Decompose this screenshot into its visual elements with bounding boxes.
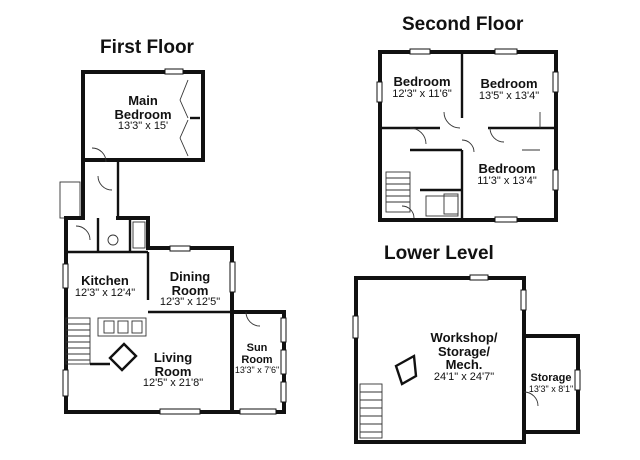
room-label-bedroom-c: Bedroom 11'3" x 13'4"	[464, 162, 550, 187]
room-name: Storage	[530, 372, 572, 384]
room-label-workshop: Workshop/ Storage/ Mech. 24'1" x 24'7"	[414, 331, 514, 383]
room-dimensions: 13'5" x 13'4"	[478, 89, 540, 102]
room-label-kitchen: Kitchen 12'3" x 12'4"	[62, 274, 148, 299]
room-dimensions: 12'3" x 12'5"	[159, 296, 221, 309]
room-label-bedroom-a: Bedroom 12'3" x 11'6"	[382, 75, 462, 100]
room-name: Living	[153, 350, 193, 365]
room-dimensions: 12'5" x 21'8"	[142, 377, 204, 390]
room-name: Room	[241, 353, 273, 366]
room-name: Bedroom	[393, 74, 451, 89]
room-dimensions: 13'3" x 15'	[117, 120, 169, 133]
room-name: Room	[154, 363, 192, 379]
room-dimensions: 13'3" x 7'6"	[234, 365, 280, 376]
main-bedroom-walls	[81, 70, 205, 162]
room-dimensions: 24'1" x 24'7"	[433, 370, 495, 383]
room-name: Workshop/	[430, 330, 498, 345]
room-name: Storage/	[437, 343, 490, 359]
lower-level-plan	[352, 274, 581, 444]
room-dimensions: 11'3" x 13'4"	[477, 174, 537, 187]
room-label-dining-room: Dining Room 12'3" x 12'5"	[148, 270, 232, 309]
second-floor-plan	[376, 48, 559, 223]
room-label-storage: Storage 13'3" x 8'1"	[524, 372, 578, 394]
room-name: Bedroom	[114, 106, 172, 122]
room-label-sun-room: Sun Room 13'3" x 7'6"	[232, 342, 282, 376]
room-label-bedroom-b: Bedroom 13'5" x 13'4"	[466, 77, 552, 102]
first-floor-plan	[59, 68, 287, 415]
room-dimensions: 13'3" x 8'1"	[528, 383, 574, 394]
second-floor-walls	[378, 50, 558, 222]
room-name: Room	[171, 282, 209, 298]
room-dimensions: 12'3" x 12'4"	[74, 286, 136, 299]
room-name: Mech.	[445, 357, 483, 373]
first-floor-title: First Floor	[100, 37, 194, 58]
room-label-living-room: Living Room 12'5" x 21'8"	[128, 351, 218, 390]
room-name: Sun	[246, 342, 268, 354]
room-label-main-bedroom: Main Bedroom 13'3" x 15'	[98, 94, 188, 133]
room-name: Bedroom	[480, 76, 538, 91]
room-name: Bedroom	[478, 161, 536, 176]
lower-level-title: Lower Level	[384, 243, 494, 264]
second-floor-title: Second Floor	[402, 14, 524, 35]
room-name: Kitchen	[81, 273, 129, 288]
room-name: Main	[128, 93, 158, 108]
room-name: Dining	[169, 269, 211, 284]
room-dimensions: 12'3" x 11'6"	[392, 87, 452, 100]
